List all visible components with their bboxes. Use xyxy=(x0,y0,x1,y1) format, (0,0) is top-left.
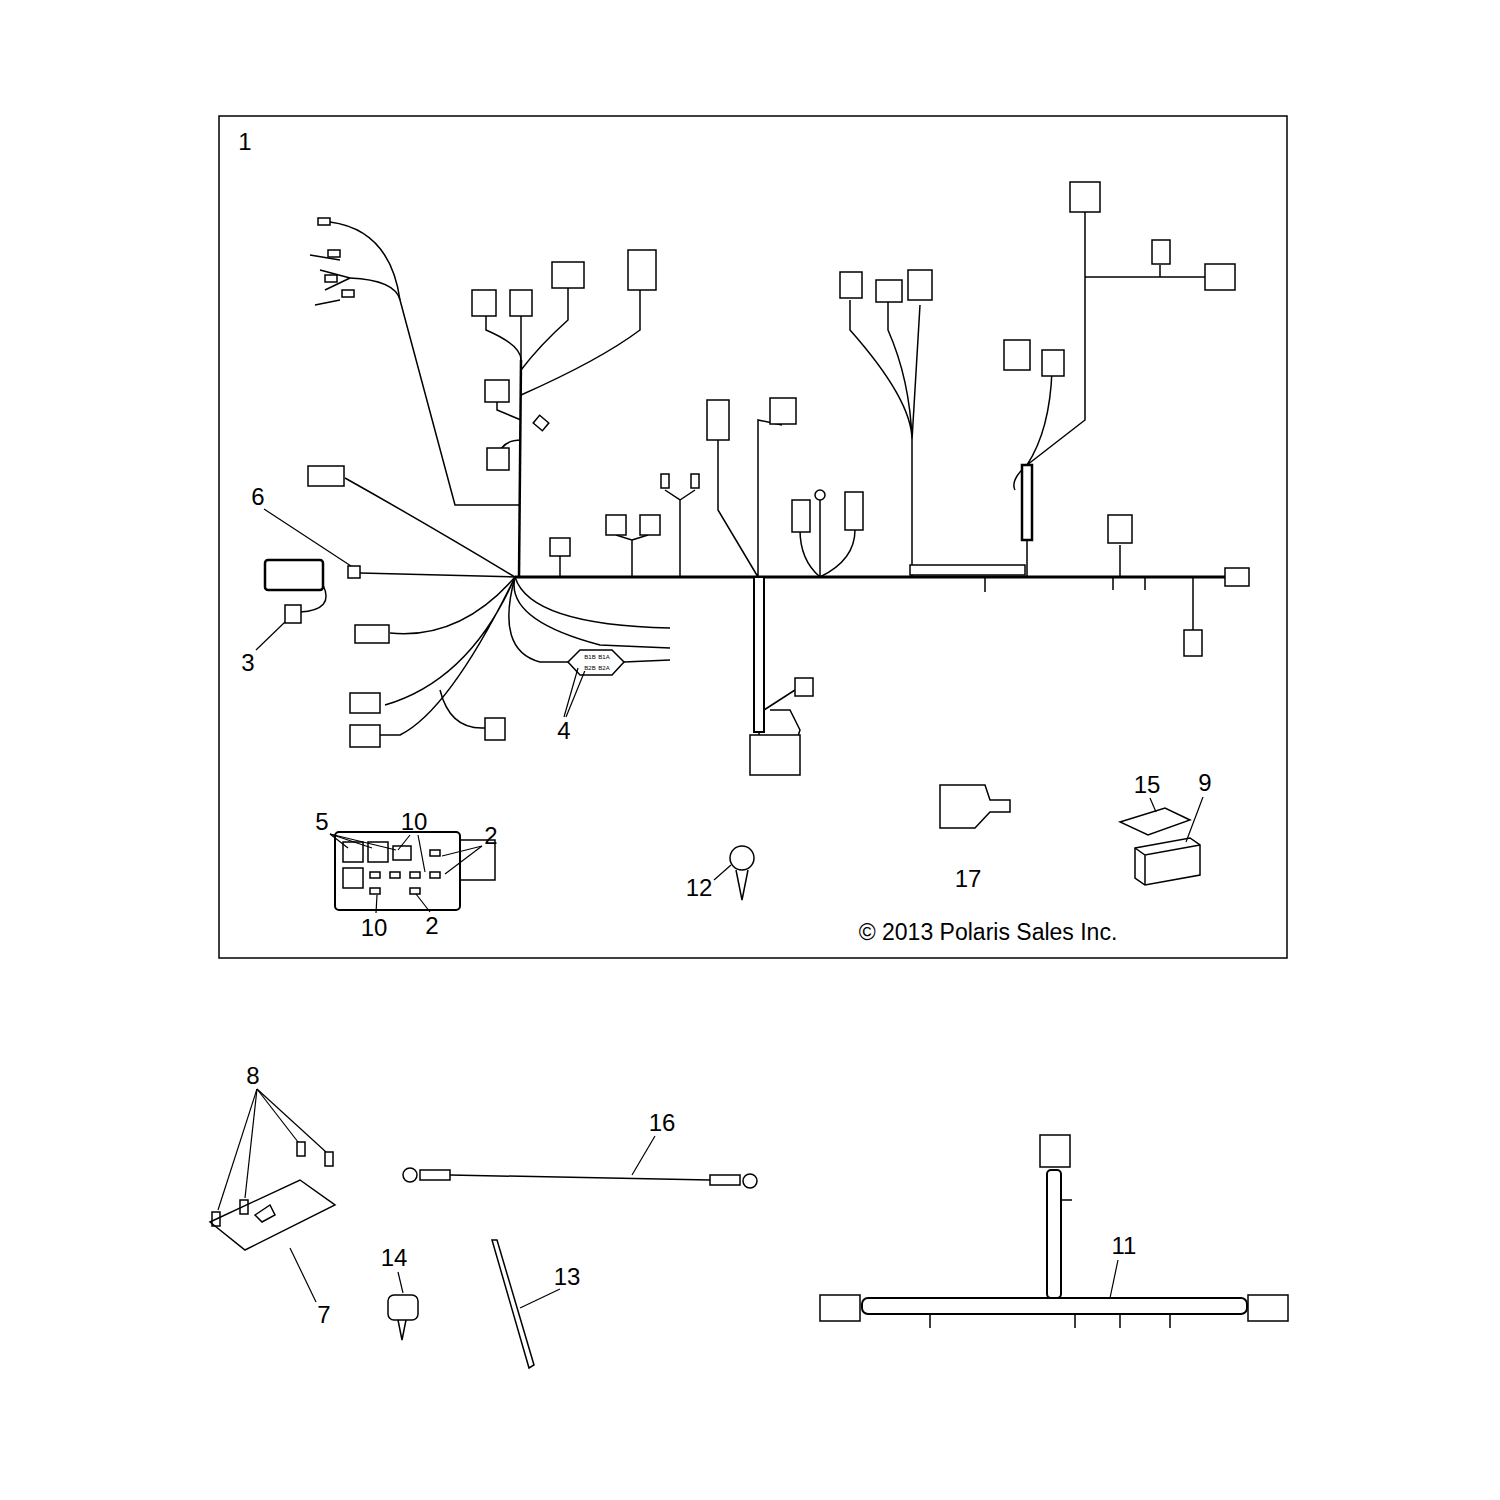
pin-label: B1B xyxy=(583,654,596,660)
callout-number: 6 xyxy=(251,485,264,509)
callout-number: 11 xyxy=(1112,1234,1137,1258)
callout-number: 1 xyxy=(238,130,251,154)
callout-number: 3 xyxy=(241,651,254,675)
callout-number: 16 xyxy=(649,1111,676,1135)
callout-number: 14 xyxy=(381,1246,408,1270)
callout-number: 10 xyxy=(361,916,388,940)
callout-number: 15 xyxy=(1134,773,1161,797)
pin-label: B1A xyxy=(597,654,610,660)
callout-number: 17 xyxy=(955,867,982,891)
pin-label: B2A xyxy=(597,665,610,671)
callout-number: 9 xyxy=(1198,771,1211,795)
callout-number: 13 xyxy=(554,1265,581,1289)
callout-number: 10 xyxy=(401,810,428,834)
callout-number: 4 xyxy=(557,719,570,743)
callout-number: 2 xyxy=(484,824,497,848)
pin-label: B2B xyxy=(583,665,596,671)
callout-number: 5 xyxy=(315,810,328,834)
callout-number: 7 xyxy=(317,1303,330,1327)
callout-number: 12 xyxy=(686,876,713,900)
callout-number: 2 xyxy=(425,914,438,938)
callout-number: 8 xyxy=(246,1064,259,1088)
copyright-note: © 2013 Polaris Sales Inc. xyxy=(859,921,1118,944)
